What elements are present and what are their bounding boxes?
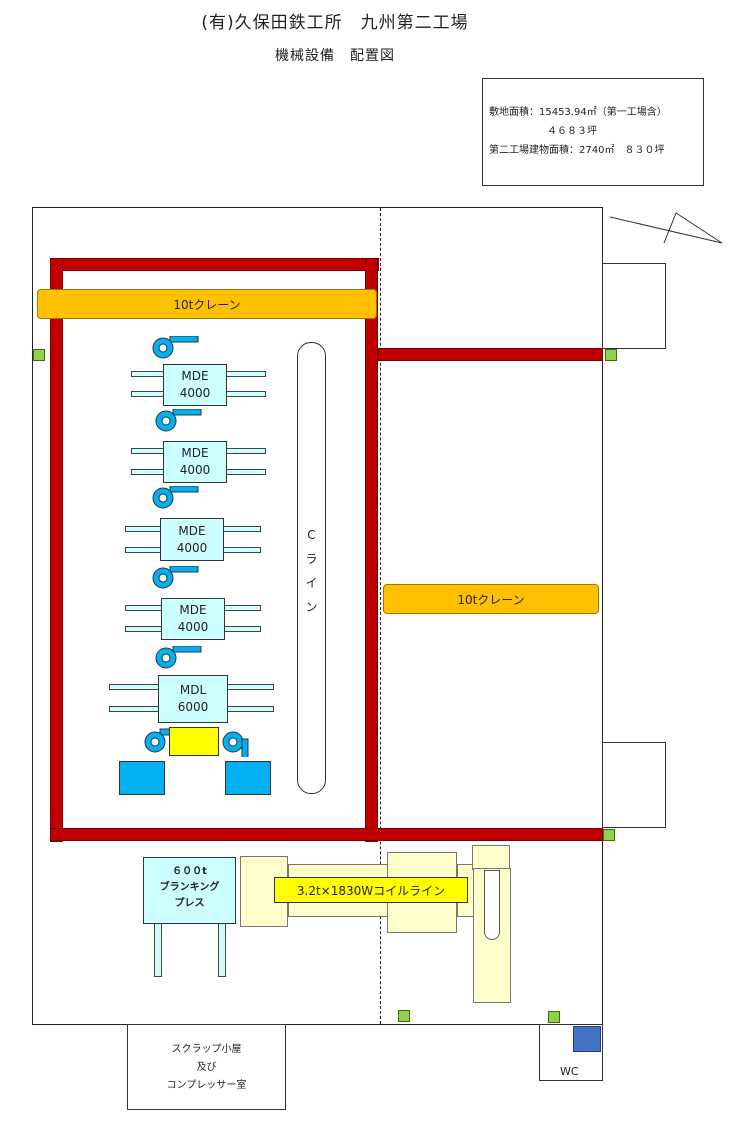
c-line-char: ラ <box>305 552 318 566</box>
column-marker <box>605 349 617 361</box>
building-area-text: 第二工場建物面積：2740㎡ ８３０坪 <box>489 145 665 156</box>
machine-model: MDE <box>181 369 209 383</box>
blanking-press: ６００t ブランキング プレス <box>143 857 236 924</box>
coil-loop-pit <box>484 870 500 940</box>
column-marker <box>398 1010 410 1022</box>
machine-model: MDE <box>179 603 207 617</box>
wc-label: WC <box>560 1065 579 1078</box>
north-arrow-icon <box>609 212 723 244</box>
machine-model: MDE <box>181 446 209 460</box>
blower-icon <box>152 336 199 359</box>
press-type: ブランキング <box>159 882 220 893</box>
press-leg <box>218 920 226 977</box>
coil-line-segment <box>472 845 510 870</box>
crane-rail-right-top <box>378 348 603 361</box>
c-line-char: ン <box>305 600 318 614</box>
machine-size: 4000 <box>179 463 211 477</box>
site-area-tsubo-text: ４６８３坪 <box>547 126 597 137</box>
bay-divider-dashed-line <box>380 208 381 1024</box>
machine-model: MDL <box>179 683 207 697</box>
scrap-room-line: 及び <box>196 1062 217 1073</box>
machine-mdl: MDL 6000 <box>158 675 228 723</box>
machine-mde-2: MDE 4000 <box>163 441 227 483</box>
yellow-equipment-box <box>169 727 219 756</box>
scrap-shed-compressor-room: スクラップ小屋 及び コンプレッサー室 <box>127 1024 286 1110</box>
crane-rail-middle <box>365 258 378 842</box>
crane-rail-top <box>50 258 379 271</box>
machine-size: 4000 <box>176 540 208 555</box>
crane-right: 10tクレーン <box>383 584 599 614</box>
crane-rail-left <box>50 258 63 842</box>
blower-icon <box>222 731 249 757</box>
press-capacity: ６００t <box>172 866 207 877</box>
diagram-subtitle: 機械設備 配置図 <box>275 48 395 64</box>
c-line-char: イ <box>305 576 318 590</box>
coil-line-label: 3.2t×1830Wコイルライン <box>274 877 468 903</box>
column-marker <box>548 1011 560 1023</box>
wc-room: WC <box>539 1024 603 1081</box>
scrap-room-line: スクラップ小屋 <box>171 1044 242 1055</box>
column-marker <box>603 829 615 841</box>
machine-size: 4000 <box>179 386 211 400</box>
press-label: プレス <box>174 898 205 909</box>
site-area-text: 敷地面積：15453.94㎡（第一工場含） <box>489 107 667 118</box>
blue-tank-left <box>119 761 165 795</box>
machine-mde-4: MDE 4000 <box>161 598 225 640</box>
machine-size: 6000 <box>177 700 209 714</box>
blower-icon <box>155 646 202 669</box>
machine-model: MDE <box>178 523 206 538</box>
press-leg <box>154 920 162 977</box>
annex-box-lower <box>602 742 666 828</box>
blower-icon <box>152 566 199 589</box>
site-area-infobox: 敷地面積：15453.94㎡（第一工場含） ４６８３坪 第二工場建物面積：274… <box>482 78 704 186</box>
factory-building-outline <box>32 207 603 1025</box>
scrap-room-line: コンプレッサー室 <box>166 1080 247 1091</box>
blower-icon <box>155 409 202 432</box>
machine-size: 4000 <box>177 620 209 634</box>
wc-fixture-block <box>573 1026 601 1052</box>
c-line: C ラ イ ン <box>297 342 326 794</box>
machine-mde-1: MDE 4000 <box>163 364 227 406</box>
crane-rail-bottom <box>50 828 603 841</box>
diagram-title: (有)久保田鉄工所 九州第二工場 <box>201 13 469 33</box>
blower-icon <box>152 486 199 509</box>
annex-box-upper <box>602 263 666 349</box>
column-marker <box>33 349 45 361</box>
machine-mde-3: MDE 4000 <box>160 518 224 561</box>
blue-tank-right <box>225 761 271 795</box>
crane-left: 10tクレーン <box>37 289 377 319</box>
c-line-char: C <box>307 528 316 542</box>
